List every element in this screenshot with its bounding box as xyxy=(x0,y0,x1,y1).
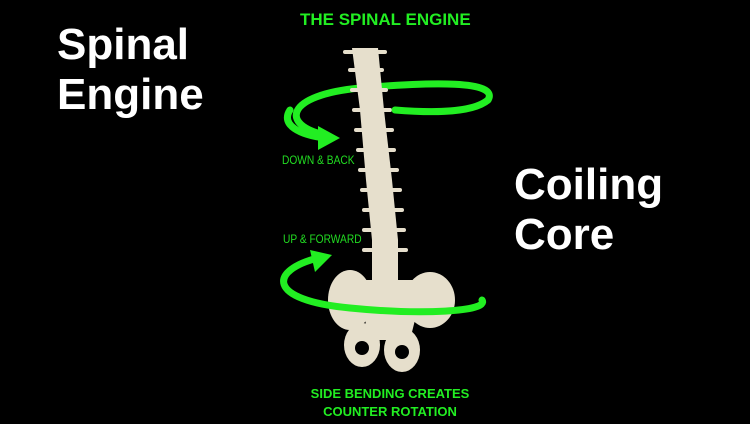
diagram-title: THE SPINAL ENGINE xyxy=(300,10,471,29)
coiling-core-heading: Coiling Core xyxy=(514,160,663,260)
caption-line-1: SIDE BENDING CREATES xyxy=(310,386,470,401)
heading-line-2: Core xyxy=(514,210,615,259)
lower-rotation-arrow xyxy=(280,254,486,316)
pelvis-icon xyxy=(328,270,455,372)
spinal-engine-heading: Spinal Engine xyxy=(57,20,204,120)
heading-line-1: Spinal xyxy=(57,20,190,69)
down-and-back-label: DOWN & BACK xyxy=(282,153,355,167)
spine-icon xyxy=(343,48,408,280)
caption-line-2: COUNTER ROTATION xyxy=(323,404,457,419)
up-and-forward-label: UP & FORWARD xyxy=(283,232,362,246)
heading-line-2: Engine xyxy=(57,70,204,119)
caption: SIDE BENDING CREATES COUNTER ROTATION xyxy=(300,385,480,421)
heading-line-1: Coiling xyxy=(514,160,664,209)
